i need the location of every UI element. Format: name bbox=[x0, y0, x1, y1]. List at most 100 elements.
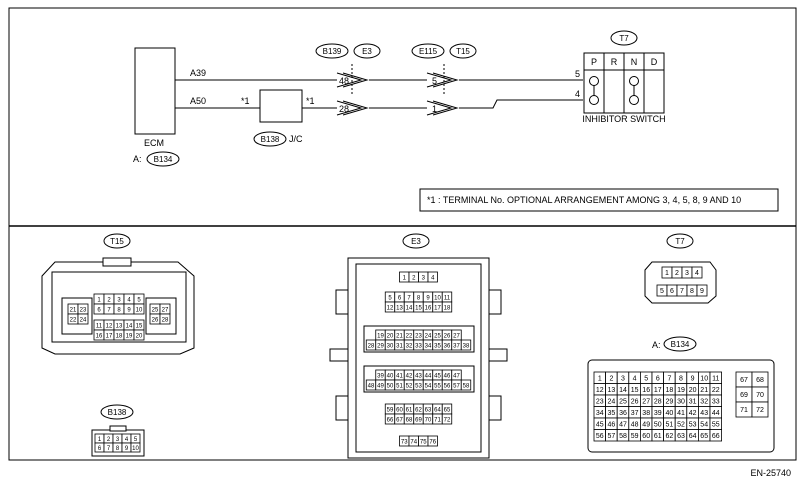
e3-right-rail bbox=[488, 348, 508, 362]
pin-label: 64 bbox=[434, 408, 441, 414]
e3-arrow-bottom-inner bbox=[342, 100, 369, 116]
pin-label: 52 bbox=[406, 384, 413, 390]
pin-label: 32 bbox=[700, 398, 708, 405]
pin-label: 6 bbox=[656, 375, 660, 382]
pin-label: 1 bbox=[97, 298, 101, 304]
e3-face-badge bbox=[402, 233, 430, 249]
pin-label: 45 bbox=[434, 374, 441, 380]
pin-label: 1 bbox=[403, 276, 407, 282]
pin-label: 46 bbox=[608, 421, 616, 428]
pin-label: 16 bbox=[642, 387, 650, 394]
position-r: R bbox=[611, 57, 618, 67]
pin-cell bbox=[133, 303, 145, 315]
pin-label: 27 bbox=[453, 334, 460, 340]
pin-label: 8 bbox=[417, 296, 421, 302]
pin-label: 7 bbox=[107, 446, 111, 452]
pin-label: 8 bbox=[690, 288, 694, 295]
pin-label: 25 bbox=[434, 334, 441, 340]
position-p: P bbox=[591, 57, 597, 67]
t7-pin-top: 5 bbox=[575, 69, 580, 79]
diagram-code: EN-25740 bbox=[750, 468, 791, 478]
pin-label: 21 bbox=[700, 387, 708, 394]
pin-label: 20 bbox=[689, 387, 697, 394]
pin-cell bbox=[133, 329, 145, 341]
pin-label: 33 bbox=[712, 398, 720, 405]
pin-label: 4 bbox=[125, 437, 129, 443]
b134-face-prefix: A: bbox=[652, 340, 661, 350]
pin-label: 33 bbox=[415, 344, 422, 350]
pin-label: 58 bbox=[463, 384, 470, 390]
pin-label: 38 bbox=[642, 410, 650, 417]
pin-label: 7 bbox=[680, 288, 684, 295]
pin-cell bbox=[691, 266, 703, 279]
pin-label: 50 bbox=[654, 421, 662, 428]
pin-label: 45 bbox=[596, 421, 604, 428]
pin-label: 68 bbox=[406, 418, 413, 424]
pin-label: 2 bbox=[675, 270, 679, 277]
position-n: N bbox=[631, 57, 638, 67]
e3-arrow-top-outer bbox=[336, 72, 363, 88]
pin-label: 56 bbox=[596, 433, 604, 440]
pin-label: 18 bbox=[116, 334, 123, 340]
pin-label: 56 bbox=[444, 384, 451, 390]
pin-label: 4 bbox=[695, 270, 699, 277]
t15-latch bbox=[102, 257, 132, 267]
t15-pin-top: 5 bbox=[432, 76, 437, 86]
pin-label: 5 bbox=[660, 288, 664, 295]
t7-badge-label: T7 bbox=[619, 34, 629, 43]
jc-star-right: *1 bbox=[306, 96, 315, 106]
e3-arrow-bottom-outer bbox=[336, 100, 363, 116]
pin-label: 26 bbox=[152, 318, 159, 324]
note-box bbox=[419, 188, 779, 212]
e3-badge-b-label: E3 bbox=[362, 47, 372, 56]
pin-label: 34 bbox=[425, 344, 432, 350]
pin-label: 44 bbox=[425, 374, 432, 380]
pin-label: 19 bbox=[126, 334, 133, 340]
pin-label: 23 bbox=[80, 308, 87, 314]
pin-cell bbox=[709, 429, 723, 442]
contact-p-bottom bbox=[589, 95, 599, 105]
pin-cell bbox=[130, 442, 141, 453]
pin-label: 44 bbox=[712, 410, 720, 417]
pin-label: 25 bbox=[619, 398, 627, 405]
pin-label: 55 bbox=[712, 421, 720, 428]
pin-label: 54 bbox=[700, 421, 708, 428]
pin-label: 14 bbox=[406, 306, 413, 312]
pin-label: 22 bbox=[712, 387, 720, 394]
pin-label: 2 bbox=[107, 298, 111, 304]
pin-label: 38 bbox=[463, 344, 470, 350]
pin-label: 12 bbox=[596, 387, 604, 394]
pin-label: 7 bbox=[107, 308, 111, 314]
pin-cell bbox=[751, 401, 769, 418]
pin-label: 2 bbox=[107, 437, 111, 443]
pin-label: 1 bbox=[665, 270, 669, 277]
pin-label: 5 bbox=[137, 298, 141, 304]
pin-label: 6 bbox=[97, 308, 101, 314]
t15-face-badge bbox=[103, 233, 131, 249]
pin-label: 5 bbox=[134, 437, 138, 443]
pin-label: 20 bbox=[136, 334, 143, 340]
pin-label: 21 bbox=[70, 308, 77, 314]
contact-n-bottom bbox=[629, 95, 639, 105]
pin-label: 51 bbox=[396, 384, 403, 390]
e3-right-tab-lower bbox=[488, 395, 502, 421]
b138-face-label: B138 bbox=[108, 408, 127, 417]
pin-label: 3 bbox=[422, 276, 426, 282]
pin-label: 10 bbox=[700, 375, 708, 382]
e3-face-label: E3 bbox=[411, 237, 421, 246]
pin-label: 12 bbox=[387, 306, 394, 312]
pin-label: 17 bbox=[434, 306, 441, 312]
t15-pin-bottom: 1 bbox=[432, 104, 437, 114]
pin-cell bbox=[441, 413, 453, 425]
pin-label: 53 bbox=[689, 421, 697, 428]
pin-label: 23 bbox=[596, 398, 604, 405]
b138-face-badge bbox=[100, 404, 134, 420]
pin-label: 14 bbox=[126, 324, 133, 330]
pin-label: 47 bbox=[619, 421, 627, 428]
